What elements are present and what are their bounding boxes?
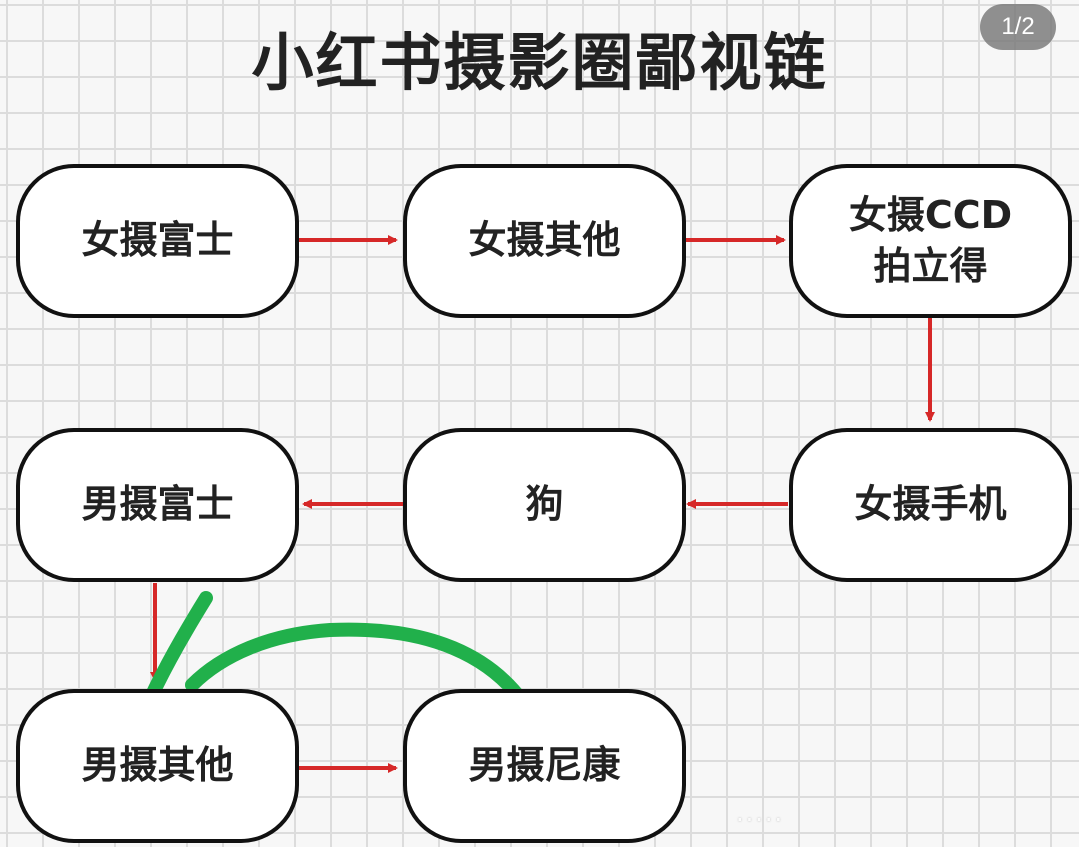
node-female-phone: 女摄手机 [789,428,1072,582]
node-label: 女摄其他 [468,218,621,263]
node-label: 女摄CCD 拍立得 [848,192,1013,288]
node-label: 男摄富士 [81,482,234,527]
node-male-fujifilm: 男摄富士 [16,428,299,582]
node-label: 狗 [525,482,564,527]
node-male-nikon: 男摄尼康 [403,689,686,843]
node-label: 男摄尼康 [468,743,621,788]
node-female-other: 女摄其他 [403,164,686,318]
node-female-fujifilm: 女摄富士 [16,164,299,318]
node-female-ccd-instant: 女摄CCD 拍立得 [789,164,1072,318]
node-label: 女摄手机 [854,482,1007,527]
node-male-other: 男摄其他 [16,689,299,843]
node-label: 女摄富士 [81,218,234,263]
page-indicator[interactable]: 1/2 [980,4,1056,50]
diagram-title: 小红书摄影圈鄙视链 [251,26,828,99]
node-label: 男摄其他 [81,743,234,788]
node-dog: 狗 [403,428,686,582]
watermark: ····· [736,806,785,834]
